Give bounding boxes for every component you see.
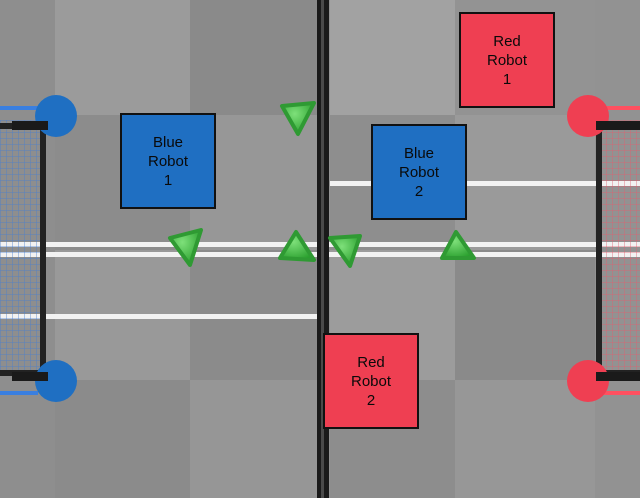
red-goal [567, 95, 640, 402]
blue-robot-1-label-line3: 1 [163, 171, 173, 189]
triball-3 [278, 230, 316, 262]
blue-robot-1: Blue Robot 1 [120, 113, 216, 209]
red-robot-2: Red Robot 2 [323, 333, 419, 429]
red-robot-1-label-line2: Robot [486, 51, 528, 69]
blue-goal-post-top [35, 95, 77, 137]
red-robot-1: Red Robot 1 [459, 12, 555, 108]
game-objects [168, 101, 476, 268]
red-robot-1-label-line1: Red [493, 32, 521, 50]
red-robot-2-label-line3: 2 [366, 391, 376, 409]
red-robot-2-label-line2: Robot [350, 372, 392, 390]
blue-goal-post-bottom [35, 360, 77, 402]
red-robot-1-label-line3: 1 [502, 70, 512, 88]
triball-1 [280, 101, 316, 136]
blue-robot-1-label-line1: Blue [152, 133, 184, 151]
blue-robot-1-label-line2: Robot [147, 152, 189, 170]
triball-2 [168, 228, 203, 267]
red-goal-post-top [567, 95, 609, 137]
blue-robot-2: Blue Robot 2 [371, 124, 467, 220]
blue-goal [0, 95, 77, 402]
triball-5 [440, 230, 476, 260]
red-robot-2-label-line1: Red [357, 353, 385, 371]
blue-robot-2-label-line3: 2 [414, 182, 424, 200]
blue-robot-2-label-line2: Robot [398, 163, 440, 181]
blue-robot-2-label-line1: Blue [403, 144, 435, 162]
red-goal-post-bottom [567, 360, 609, 402]
triball-4 [328, 234, 362, 268]
